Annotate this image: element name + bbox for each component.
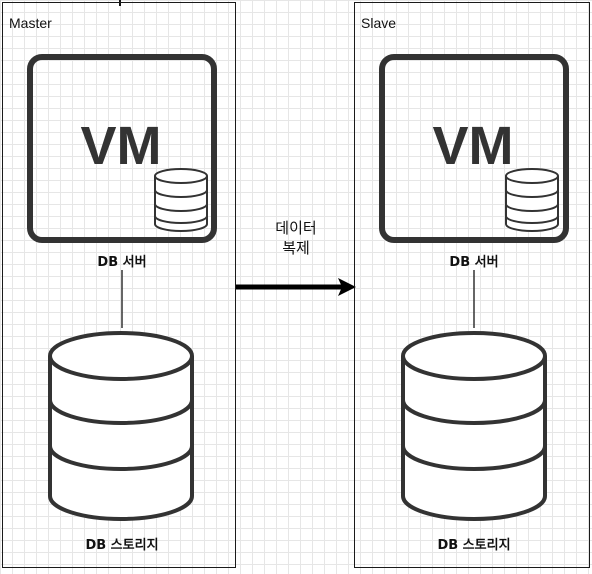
slave-vm-db-icon [505,168,559,232]
replication-arrow [236,278,356,296]
slave-storage-label: DB 스토리지 [437,538,511,553]
master-vm-box [27,54,217,243]
replication-label-line1: 데이터 [275,219,317,237]
slave-vm-label: VM [433,116,514,176]
master-panel-title: Master [9,15,52,31]
slave-server-label: DB 서버 [449,255,499,270]
replication-label-line2: 복제 [282,239,310,257]
master-storage-cylinder [48,331,194,521]
master-panel: Master [2,2,236,568]
master-server-label: DB 서버 [97,255,147,270]
slave-panel: Slave [354,2,590,568]
slave-vm-box [379,54,569,243]
master-vm-db-icon [154,168,208,232]
master-storage-label: DB 스토리지 [85,538,159,553]
replication-label: 데이터 복제 [275,218,316,258]
slave-storage-cylinder [401,331,547,521]
slave-panel-title: Slave [361,15,397,31]
master-vm-label: VM [81,116,162,176]
